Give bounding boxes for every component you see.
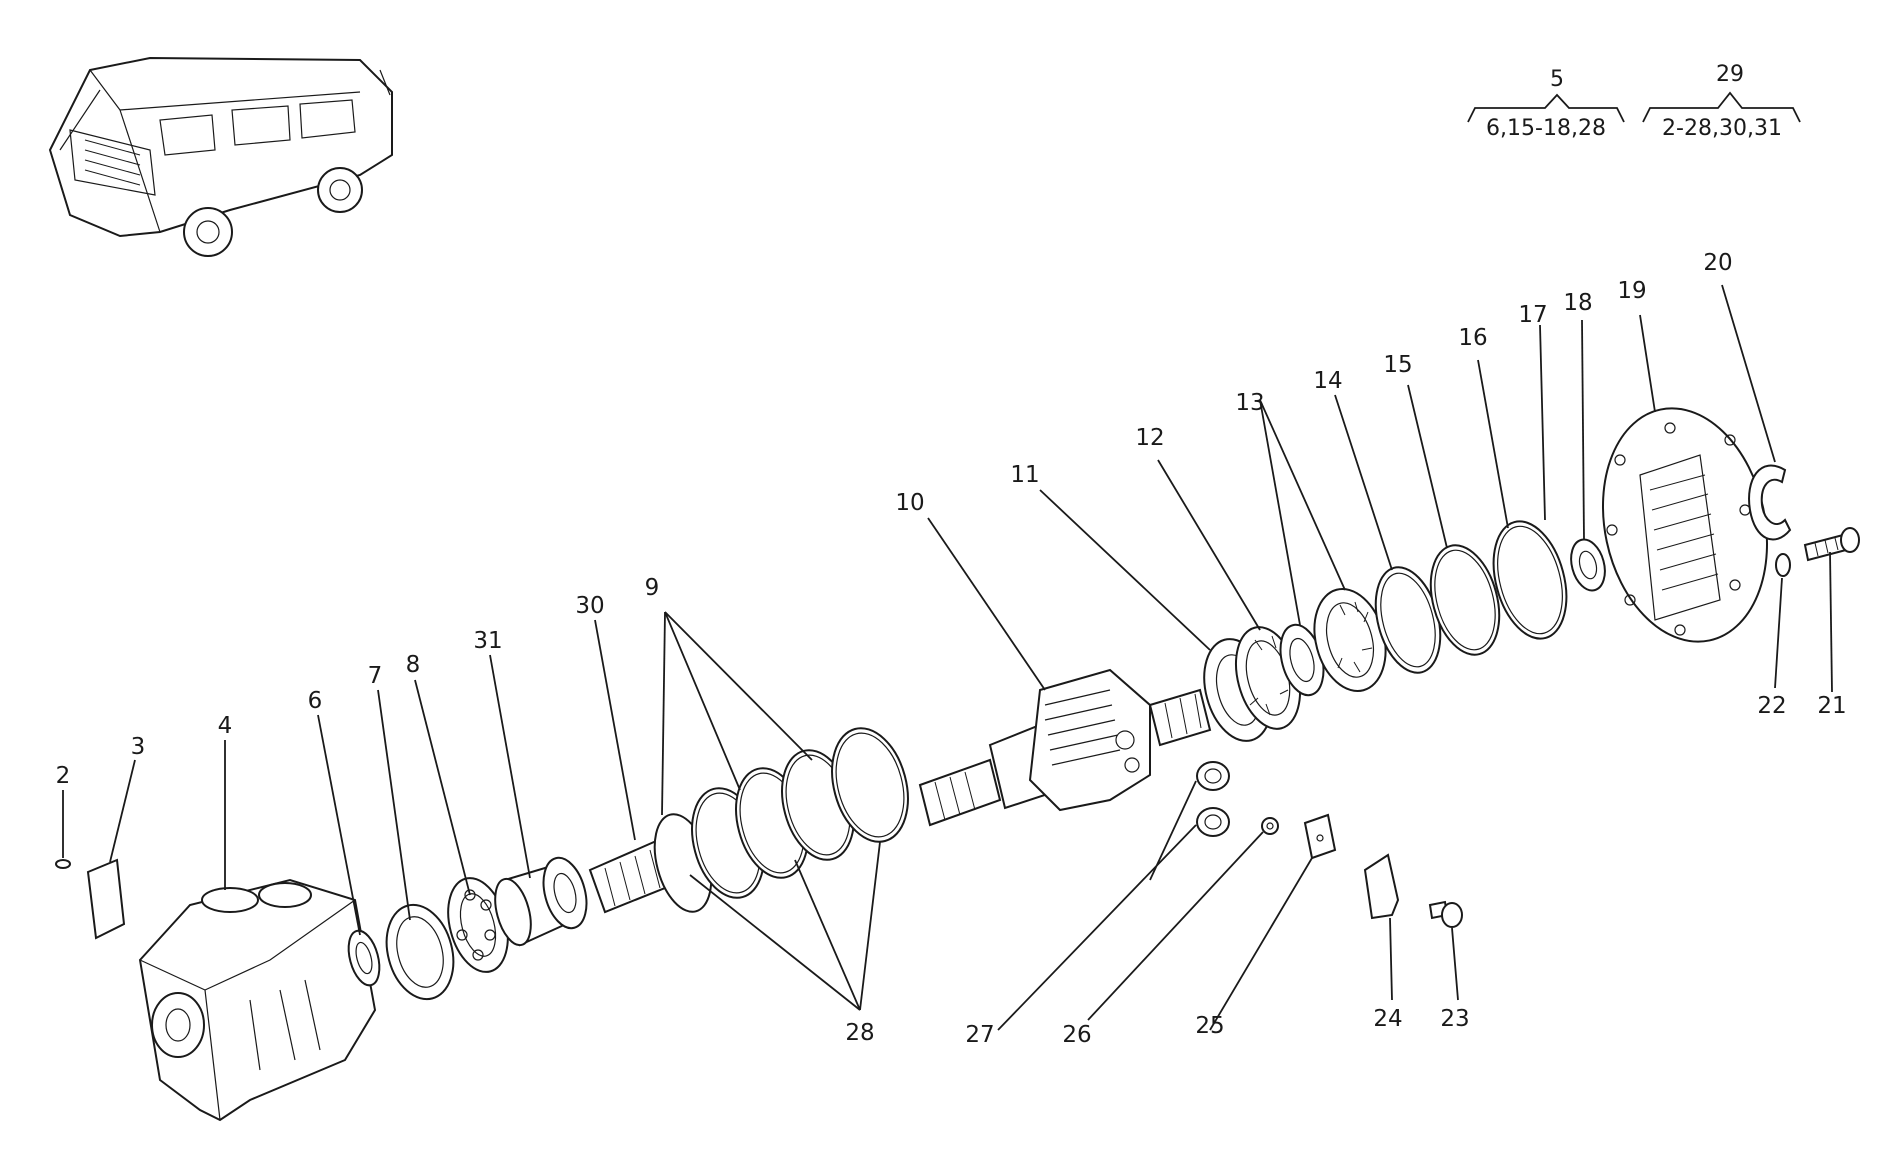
callout-22: 22 [1757,693,1786,719]
part-25-clip [1303,813,1337,860]
callout-11: 11 [1010,462,1039,488]
group-annotation-29: 29 2-28,30,31 [1642,62,1801,141]
callout-16: 16 [1458,325,1487,351]
callout-31: 31 [473,628,502,654]
callout-numbers: 2 3 4 6 7 8 31 30 9 10 11 12 13 14 15 16… [56,250,1847,1048]
svg-text:5: 5 [1550,67,1564,92]
part-4-housing [138,878,377,1122]
callout-10: 10 [895,490,924,516]
callout-7: 7 [368,663,383,689]
callout-21: 21 [1817,693,1846,719]
svg-text:29: 29 [1716,62,1744,87]
part-20-circlip [1748,464,1792,541]
part-9-28-rings [653,727,909,913]
part-2-pin [55,859,71,869]
part-22-washer [1775,553,1791,577]
callout-27: 27 [965,1022,994,1048]
callout-18: 18 [1563,290,1592,316]
part-3-plate [86,858,126,940]
part-10-gear-body [918,668,1212,827]
part-27-bushing-b [1196,807,1230,837]
part-24-bracket [1363,853,1400,920]
part-14-roller-bearing [1313,588,1387,692]
callout-12: 12 [1135,425,1164,451]
callout-23: 23 [1440,1006,1469,1032]
callout-25: 25 [1195,1013,1224,1039]
part-17-ring [1492,520,1568,640]
part-31-sleeve [494,856,588,947]
callout-4: 4 [218,713,233,739]
callout-6: 6 [308,688,323,714]
part-27-bushing-a [1196,761,1230,791]
part-23-bolt [1428,900,1463,928]
callout-30: 30 [575,593,604,619]
callout-28: 28 [845,1020,874,1046]
callout-8: 8 [406,652,421,678]
callout-17: 17 [1518,302,1547,328]
part-18-bearing [1570,538,1606,592]
part-26-washer [1261,817,1279,835]
vehicle-thumbnail [48,56,393,257]
callout-15: 15 [1383,352,1412,378]
svg-text:2-28,30,31: 2-28,30,31 [1662,116,1782,141]
callout-13: 13 [1235,390,1264,416]
part-16-ring [1429,544,1501,656]
callout-2: 2 [56,763,71,789]
callout-19: 19 [1617,278,1646,304]
svg-text:6,15-18,28: 6,15-18,28 [1486,116,1606,141]
callout-3: 3 [131,734,146,760]
callout-9: 9 [645,575,660,601]
group-annotation-5: 5 6,15-18,28 [1467,67,1625,141]
callout-20: 20 [1703,250,1732,276]
part-21-bolt [1803,527,1860,562]
leader-lines [62,284,1833,1031]
callout-14: 14 [1313,368,1342,394]
callout-26: 26 [1062,1022,1091,1048]
part-6-seal [347,929,381,987]
callout-24: 24 [1373,1006,1402,1032]
